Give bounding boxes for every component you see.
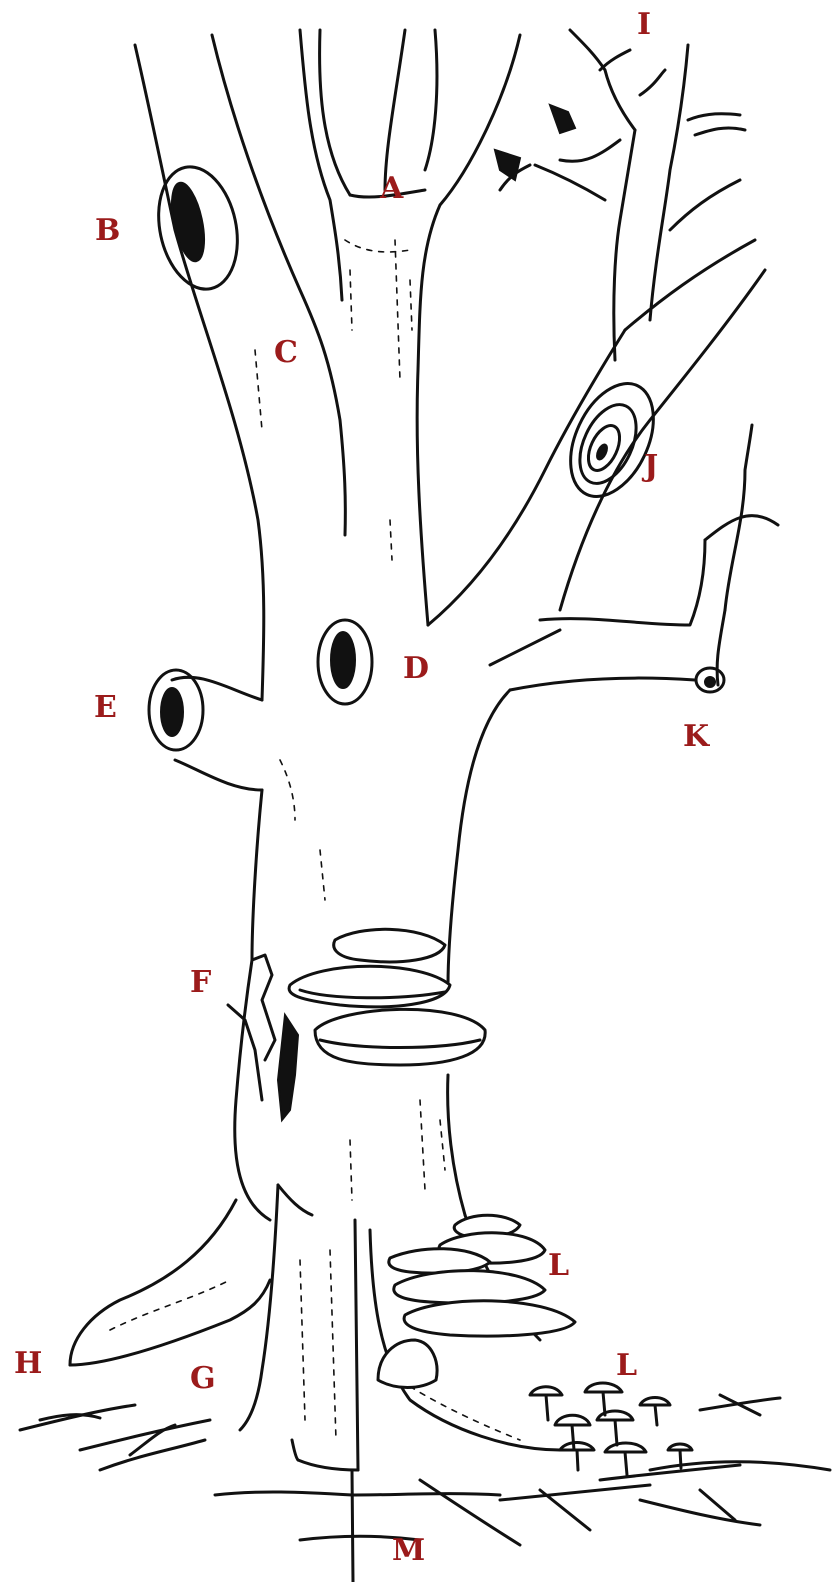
- label-b: B: [95, 213, 120, 248]
- label-l-lower: L: [616, 1348, 637, 1383]
- torn-bark-f: [228, 955, 298, 1120]
- label-l-upper: L: [548, 1248, 569, 1283]
- label-e: E: [94, 690, 117, 725]
- dead-twigs: [495, 30, 745, 360]
- small-mushrooms: [530, 1383, 692, 1475]
- label-c: C: [274, 335, 298, 370]
- label-d: D: [403, 651, 429, 686]
- label-k: K: [683, 719, 710, 754]
- label-h: H: [14, 1346, 42, 1381]
- right-limb: [428, 240, 778, 690]
- label-g: G: [190, 1361, 216, 1396]
- root-g: [240, 1185, 358, 1470]
- knot-hole-d: [318, 620, 372, 704]
- bracket-fungus-cluster: [378, 1215, 575, 1387]
- label-j: J: [641, 449, 658, 484]
- label-f: F: [190, 965, 211, 1000]
- label-m: M: [392, 1533, 425, 1568]
- labels: A B C D E F G H I J K L L M: [14, 7, 710, 1568]
- root-h: [70, 1200, 270, 1365]
- scar-j: [554, 370, 670, 509]
- label-i: I: [637, 7, 651, 42]
- bracket-fungus-middle: [289, 929, 485, 1065]
- stub-k: [696, 668, 724, 692]
- label-a: A: [379, 171, 404, 206]
- branch-stub-e: [149, 670, 262, 790]
